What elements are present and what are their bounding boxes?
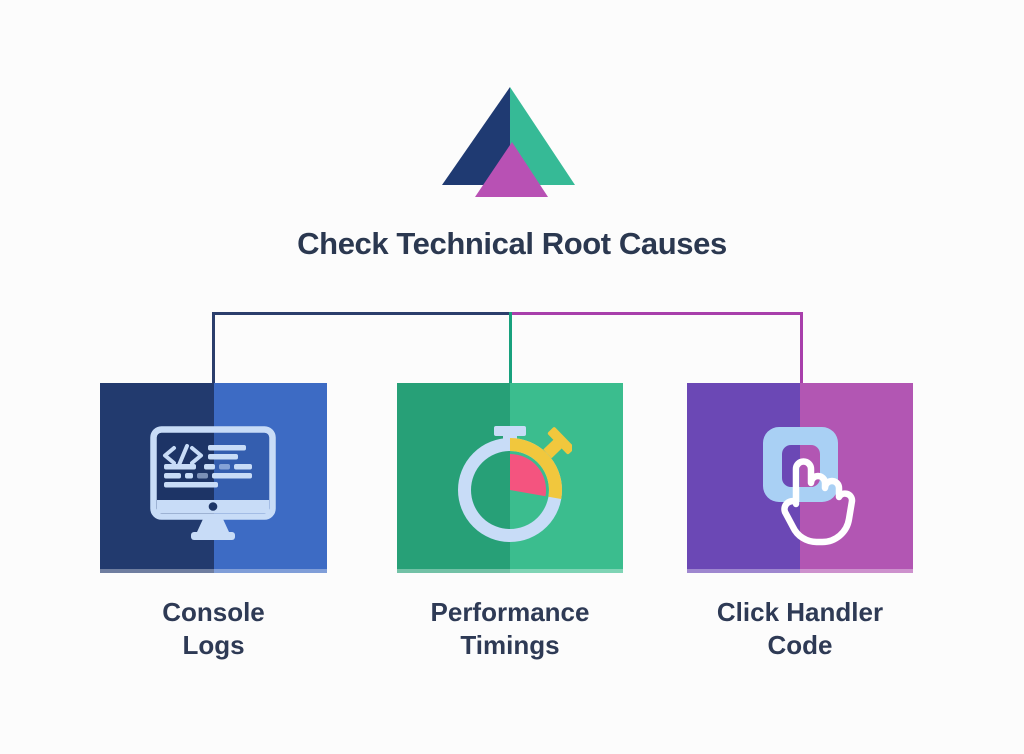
label-line: Code [767,630,833,660]
label-line: Logs [182,630,245,660]
label-line: Click Handler [716,597,884,627]
logo-inner-triangle [475,142,548,197]
label-click-handler-code: Click Handler Code [687,596,913,662]
label-line: Performance [430,597,590,627]
monitor-camera-dot [208,502,218,511]
connector-drop-performance [509,312,512,384]
stopwatch-ring-yellow-arc [509,438,562,500]
label-line: Console [162,597,265,627]
logo-left-facet [442,87,510,185]
tap-hand-icon [763,427,856,546]
connector-horizontal-right [510,312,802,315]
node-box-click-handler-code [687,383,913,573]
label-performance-timings: Performance Timings [397,596,623,662]
label-console-logs: Console Logs [100,596,327,662]
stopwatch-side-button [543,427,572,459]
stopwatch-elapsed-wedge [510,453,547,497]
page-title: Check Technical Root Causes [297,226,727,261]
connector-drop-click [800,312,803,384]
logo-right-facet [510,87,575,185]
node-box-console-logs [100,383,327,573]
node-box-performance-timings [397,383,623,573]
code-brackets-glyph [163,444,203,467]
box-left-shade [397,383,510,573]
triangle-logo [442,87,575,197]
label-line: Timings [460,630,560,660]
monitor-bezel-and-stand [157,500,269,540]
connector-drop-console [212,312,215,384]
stopwatch-icon [458,426,572,542]
pointer-hand-outline [781,458,856,546]
monitor-code-icon [150,426,276,540]
connector-horizontal-left [212,312,510,315]
log-lines [164,445,252,488]
button-square [763,427,838,502]
